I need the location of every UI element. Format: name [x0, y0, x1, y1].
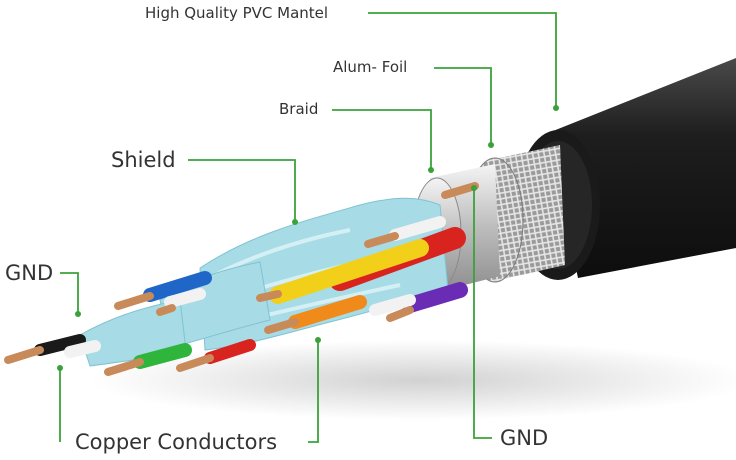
leader-gnd-bottom: [473, 188, 492, 439]
leader-braid: [332, 109, 432, 170]
leader-dots: [57, 105, 559, 371]
leader-lines: [59, 12, 557, 443]
leader-gnd-left: [60, 272, 79, 314]
wire-green: [133, 343, 192, 369]
label-pvc-mantel: High Quality PVC Mantel: [145, 4, 329, 22]
label-braid: Braid: [279, 100, 319, 118]
leader-alum: [434, 67, 492, 145]
wire-white: [64, 216, 446, 358]
wire-blue: [143, 271, 212, 302]
wire-black: [34, 334, 86, 356]
leader-shield: [188, 159, 296, 222]
wire-red-small: [204, 339, 256, 364]
leader-copper-right: [308, 340, 319, 443]
wire-purple: [402, 282, 468, 313]
wire-orange: [288, 295, 367, 329]
label-gnd-left: GND: [5, 261, 54, 285]
label-alum-foil: Alum- Foil: [333, 58, 408, 76]
cable-shadow: [90, 340, 736, 420]
label-copper-conductors: Copper Conductors: [75, 430, 278, 454]
leader-pvc: [368, 12, 557, 108]
wire-yellow: [269, 239, 429, 304]
label-shield: Shield: [111, 148, 176, 172]
label-gnd-bottom: GND: [500, 426, 549, 450]
copper-tips: [4, 182, 479, 376]
